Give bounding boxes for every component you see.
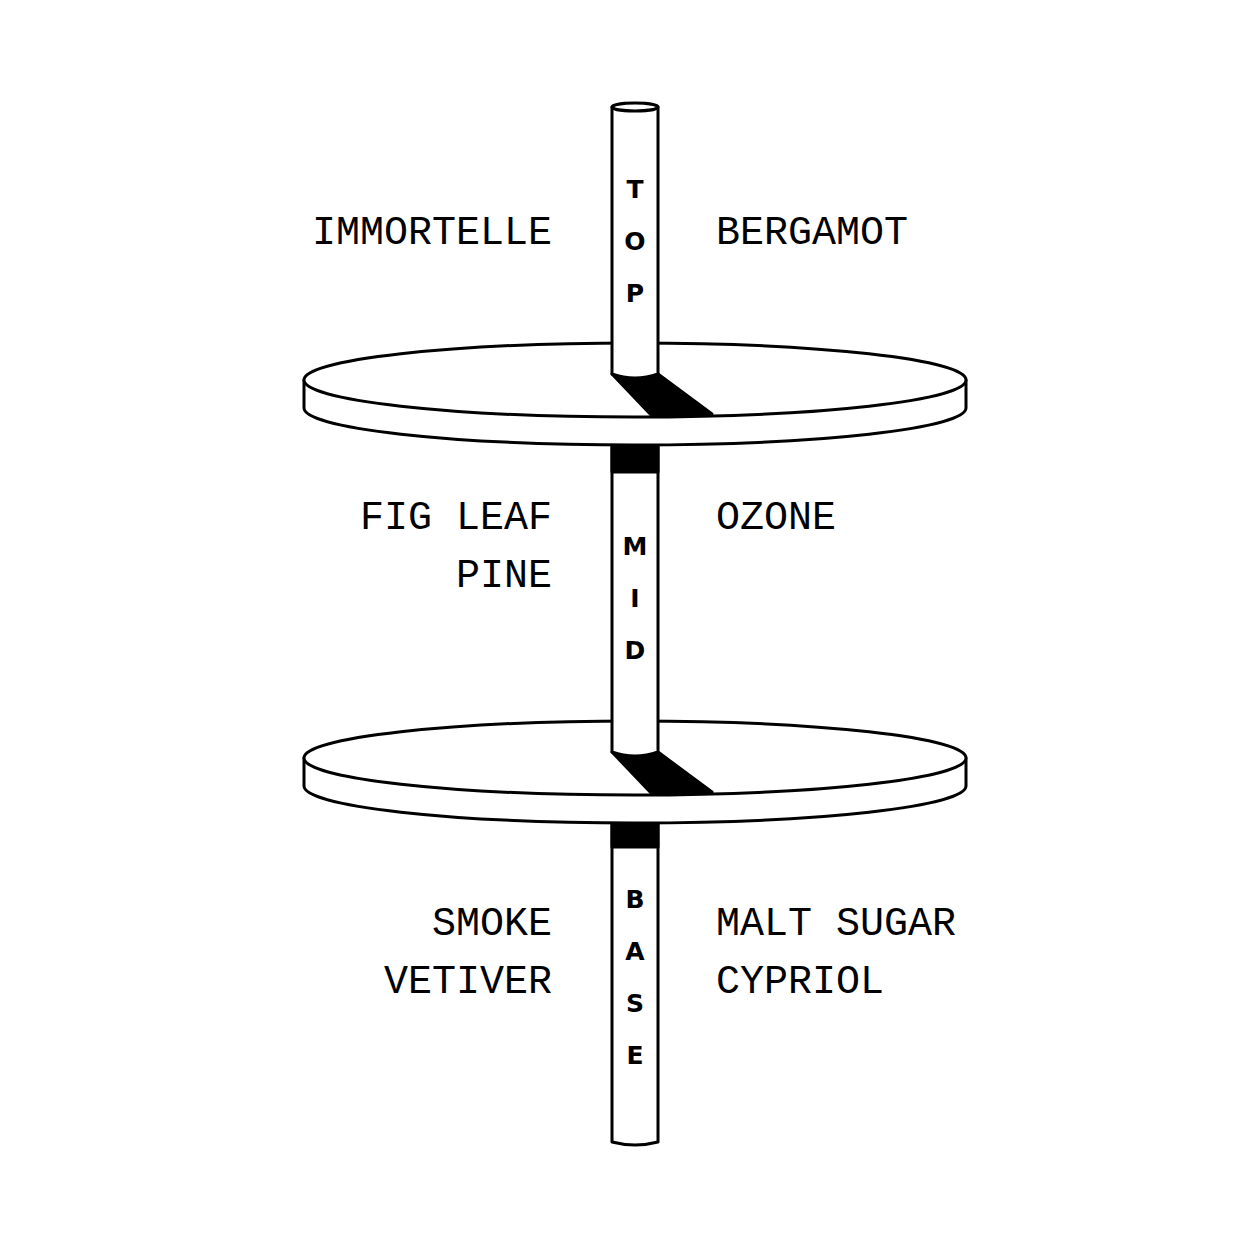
note-label: SMOKE (432, 896, 552, 954)
note-label: MALT SUGAR (716, 896, 956, 954)
tier-label: MID (620, 521, 650, 677)
note-label: PINE (456, 548, 552, 606)
note-label: BERGAMOT (716, 205, 908, 263)
note-label: CYPRIOL (716, 954, 884, 1012)
tier-label: BASE (620, 874, 650, 1082)
pole-cap (612, 103, 658, 111)
pole-band (612, 822, 658, 847)
pole-band (612, 447, 658, 472)
note-label: IMMORTELLE (312, 205, 552, 263)
pole-mid (612, 430, 658, 756)
disk-shadow (612, 752, 712, 794)
pole-base (612, 800, 658, 1145)
note-label: FIG LEAF (360, 490, 552, 548)
note-label: VETIVER (384, 954, 552, 1012)
note-label: OZONE (716, 490, 836, 548)
pole-top (612, 107, 658, 378)
tier-label: TOP (620, 164, 650, 320)
disk-shadow (612, 374, 712, 416)
